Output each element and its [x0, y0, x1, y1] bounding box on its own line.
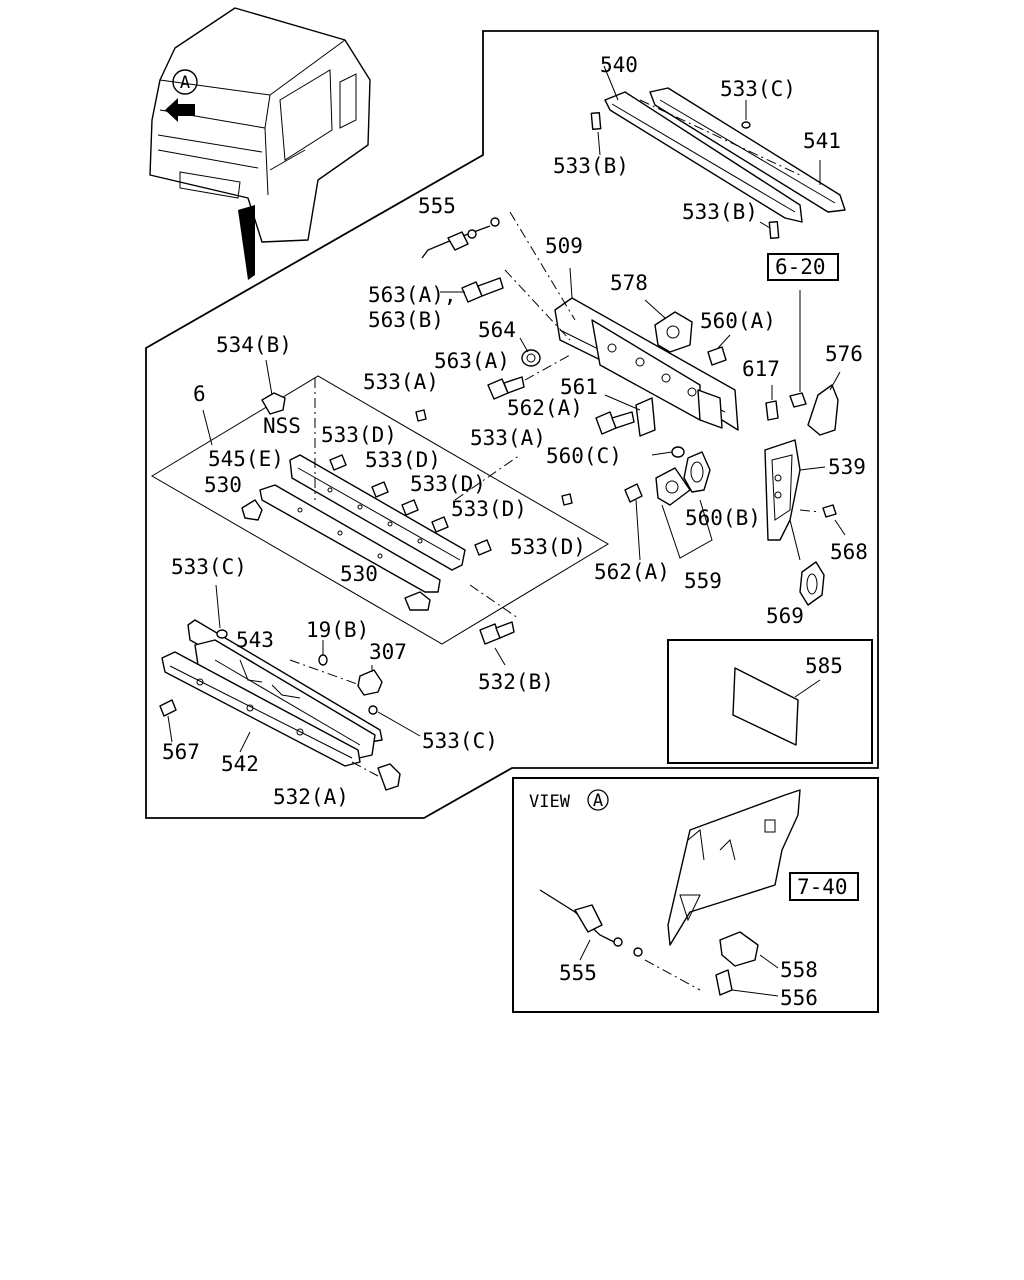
bolt-563 [440, 269, 571, 400]
label-view-circle: A [593, 791, 603, 811]
view-a-circle [587, 789, 609, 811]
label-533a-2: 533(A) [470, 426, 546, 450]
label-558: 558 [780, 958, 818, 982]
label-533c-1: 533(C) [171, 555, 247, 579]
lower-rail-542 [161, 651, 361, 767]
label-533b-2: 533(B) [682, 200, 758, 224]
label-559: 559 [684, 569, 722, 593]
label-532b: 532(B) [478, 670, 554, 694]
label-530-1: 530 [204, 473, 242, 497]
label-578: 578 [610, 271, 648, 295]
label-7-40: 7-40 [797, 875, 848, 899]
label-561: 561 [560, 375, 598, 399]
part-576 [807, 384, 839, 436]
label-540: 540 [600, 53, 638, 77]
part-530-left [241, 499, 263, 521]
label-509: 509 [545, 234, 583, 258]
view-a-box [512, 777, 879, 1013]
label-543: 543 [236, 628, 274, 652]
label-556: 556 [780, 986, 818, 1010]
part-560c [671, 446, 685, 458]
label-560c: 560(C) [546, 444, 622, 468]
cable-555 [421, 211, 576, 321]
bracket-509 [554, 267, 739, 431]
part-569 [799, 561, 825, 606]
label-533c-2: 533(C) [422, 729, 498, 753]
grille-panel-nss [289, 454, 466, 571]
label-568: 568 [830, 540, 868, 564]
part-534b [261, 392, 286, 415]
label-567: 567 [162, 740, 200, 764]
label-555: 555 [418, 194, 456, 218]
label-563a-comma: 563(A), [368, 283, 457, 307]
label-19b: 19(B) [306, 618, 369, 642]
label-view: VIEW [529, 792, 571, 812]
label-307: 307 [369, 640, 407, 664]
view-a-marker: A [180, 73, 190, 93]
label-562a-2: 562(A) [594, 560, 670, 584]
main-frame [145, 30, 879, 819]
label-530-2: 530 [340, 562, 378, 586]
panel-6-outline [151, 375, 609, 645]
part-532a [377, 763, 401, 791]
label-6-20: 6-20 [775, 255, 826, 279]
part-539 [764, 439, 801, 541]
label-563b: 563(B) [368, 308, 444, 332]
part-560a [707, 346, 727, 366]
part-585 [732, 667, 799, 746]
lower-rail-543 [187, 619, 383, 761]
part-530-right [404, 591, 431, 611]
label-533d-4: 533(D) [451, 497, 527, 521]
label-nss: NSS [263, 414, 301, 438]
label-569: 569 [766, 604, 804, 628]
label-542: 542 [221, 752, 259, 776]
part-578 [654, 311, 693, 353]
upper-bar-assembly [590, 65, 846, 240]
label-6: 6 [193, 382, 206, 406]
label-533c-top: 533(C) [720, 77, 796, 101]
part-567 [159, 699, 177, 717]
ref-6-20-box [767, 253, 839, 281]
label-532a: 532(A) [273, 785, 349, 809]
label-545e: 545(E) [208, 447, 284, 471]
label-585: 585 [805, 654, 843, 678]
view-a-marker-circle [172, 69, 198, 95]
label-576: 576 [825, 342, 863, 366]
strip-545e [259, 484, 441, 593]
label-533d-1: 533(D) [321, 423, 397, 447]
label-533b-1: 533(B) [553, 154, 629, 178]
label-539: 539 [828, 455, 866, 479]
part-307 [357, 669, 383, 696]
cab-illustration: A [149, 7, 371, 280]
view-arrow-icon [165, 98, 195, 122]
ref-7-40-box [789, 872, 859, 901]
label-541: 541 [803, 129, 841, 153]
view-a-assembly [539, 789, 801, 997]
part-617 [765, 400, 779, 421]
label-533a-1: 533(A) [363, 370, 439, 394]
label-560a: 560(A) [700, 309, 776, 333]
label-564: 564 [478, 318, 516, 342]
part-585-box [667, 639, 873, 764]
label-560b: 560(B) [685, 506, 761, 530]
label-617: 617 [742, 357, 780, 381]
label-533d-2: 533(D) [365, 448, 441, 472]
label-533d-5: 533(D) [510, 535, 586, 559]
label-562a-1: 562(A) [507, 396, 583, 420]
label-533d-3: 533(D) [410, 472, 486, 496]
label-555-view: 555 [559, 961, 597, 985]
label-563a: 563(A) [434, 349, 510, 373]
label-534b: 534(B) [216, 333, 292, 357]
part-561 [635, 397, 656, 437]
